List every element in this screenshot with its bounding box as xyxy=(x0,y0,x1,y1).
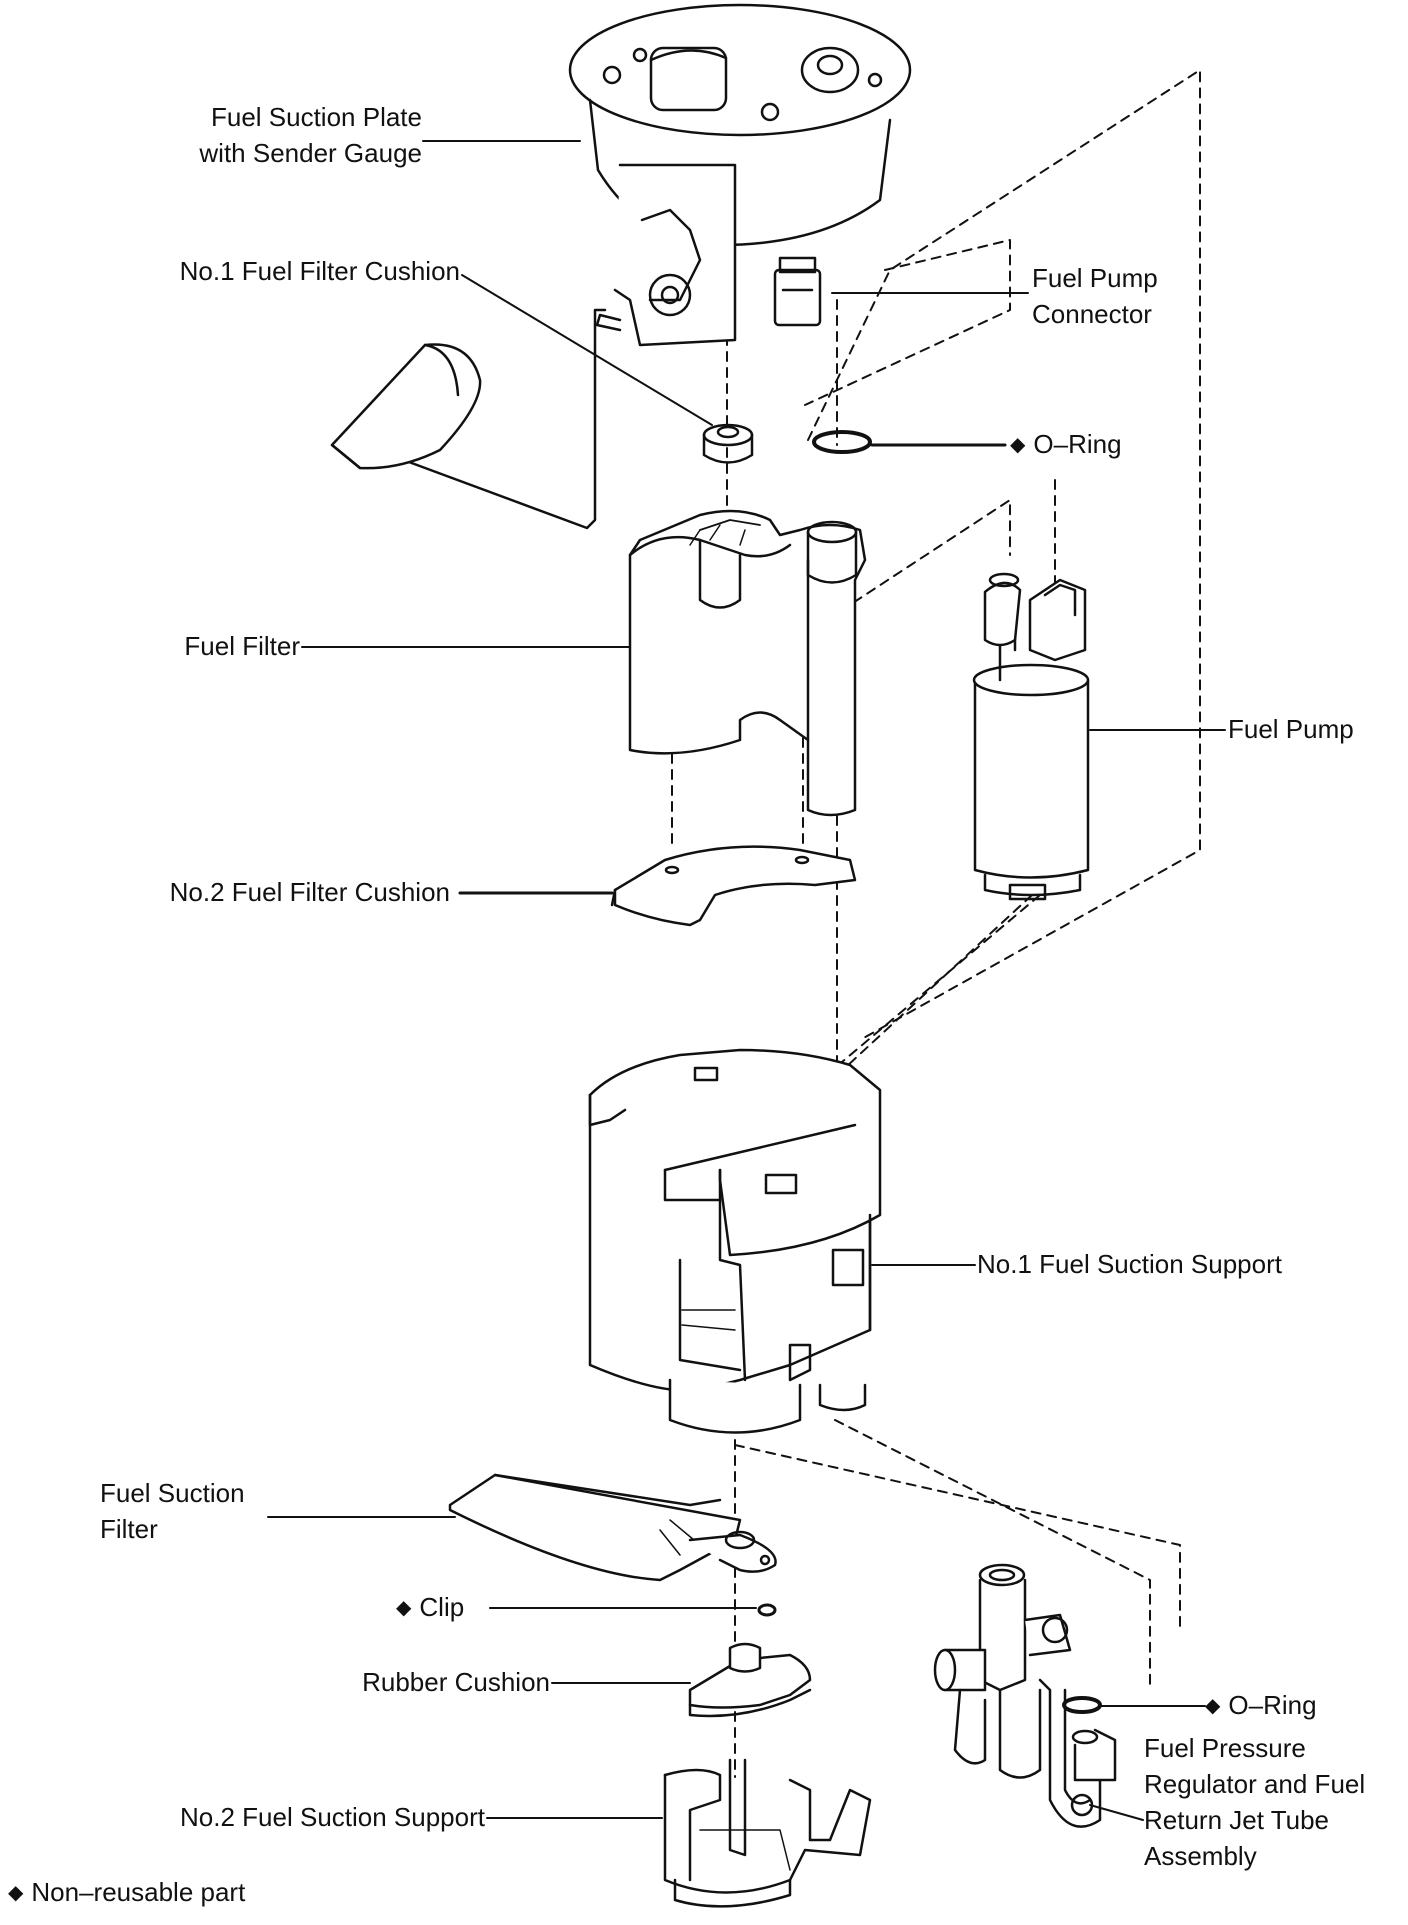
label-fuel-pressure-regulator-line4: Assembly xyxy=(1144,1841,1257,1871)
no2-fuel-suction-support-drawing xyxy=(663,1758,872,1908)
o-ring-top-drawing xyxy=(812,430,872,454)
label-fuel-suction-filter-line2: Filter xyxy=(100,1514,158,1544)
label-no2-fuel-filter-cushion: No.2 Fuel Filter Cushion xyxy=(169,877,450,907)
label-o-ring-bottom-text: O–Ring xyxy=(1228,1690,1317,1720)
label-fuel-filter: Fuel Filter xyxy=(184,631,300,661)
legend-non-reusable: ◆ Non–reusable part xyxy=(8,1874,245,1911)
fuel-pressure-regulator-drawing xyxy=(933,1563,1117,1828)
legend-non-reusable-text: Non–reusable part xyxy=(31,1877,246,1907)
label-fuel-pressure-regulator: Fuel Pressure Regulator and Fuel Return … xyxy=(1144,1730,1365,1874)
label-fuel-suction-plate-line2: with Sender Gauge xyxy=(199,138,422,168)
label-rubber-cushion: Rubber Cushion xyxy=(362,1667,550,1697)
label-fuel-pressure-regulator-line2: Regulator and Fuel xyxy=(1144,1769,1366,1799)
label-clip: ◆ Clip xyxy=(396,1589,464,1626)
no2-fuel-filter-cushion-drawing xyxy=(610,845,857,927)
fuel-pump-drawing xyxy=(972,572,1090,901)
label-fuel-pressure-regulator-line3: Return Jet Tube xyxy=(1144,1805,1329,1835)
label-o-ring-top-text: O–Ring xyxy=(1033,429,1122,459)
o-ring-bottom-drawing xyxy=(1062,1696,1102,1714)
label-no1-fuel-suction-support: No.1 Fuel Suction Support xyxy=(977,1249,1282,1279)
non-reusable-marker-icon: ◆ xyxy=(1205,1695,1221,1717)
non-reusable-marker-icon: ◆ xyxy=(396,1597,412,1619)
label-o-ring-top: ◆ O–Ring xyxy=(1010,426,1122,463)
label-fuel-pump: Fuel Pump xyxy=(1228,714,1354,744)
no1-fuel-suction-support-drawing xyxy=(588,1048,882,1434)
label-clip-text: Clip xyxy=(419,1592,465,1622)
non-reusable-marker-icon: ◆ xyxy=(1010,434,1026,456)
rubber-cushion-drawing xyxy=(688,1642,812,1718)
fuel-filter-drawing xyxy=(628,509,867,817)
label-fuel-pump-connector-line1: Fuel Pump xyxy=(1032,263,1158,293)
label-fuel-suction-filter-line1: Fuel Suction xyxy=(100,1478,245,1508)
label-fuel-suction-plate-line1: Fuel Suction Plate xyxy=(210,102,422,132)
label-fuel-pump-connector: Fuel Pump Connector xyxy=(1032,260,1158,332)
label-no1-fuel-filter-cushion: No.1 Fuel Filter Cushion xyxy=(179,256,460,286)
fuel-suction-plate-drawing xyxy=(330,3,912,530)
label-fuel-suction-plate: Fuel Suction Plate with Sender Gauge xyxy=(150,99,422,171)
no1-fuel-filter-cushion-drawing xyxy=(702,423,754,464)
label-fuel-pump-connector-line2: Connector xyxy=(1032,299,1152,329)
non-reusable-marker-icon: ◆ xyxy=(8,1882,24,1904)
label-o-ring-bottom: ◆ O–Ring xyxy=(1205,1687,1317,1724)
clip-drawing xyxy=(757,1603,777,1617)
label-fuel-pressure-regulator-line1: Fuel Pressure xyxy=(1144,1733,1306,1763)
fuel-suction-filter-drawing xyxy=(448,1473,777,1582)
label-no2-fuel-suction-support: No.2 Fuel Suction Support xyxy=(180,1802,485,1832)
leader-lines xyxy=(267,140,1226,1821)
label-fuel-suction-filter: Fuel Suction Filter xyxy=(100,1475,245,1547)
